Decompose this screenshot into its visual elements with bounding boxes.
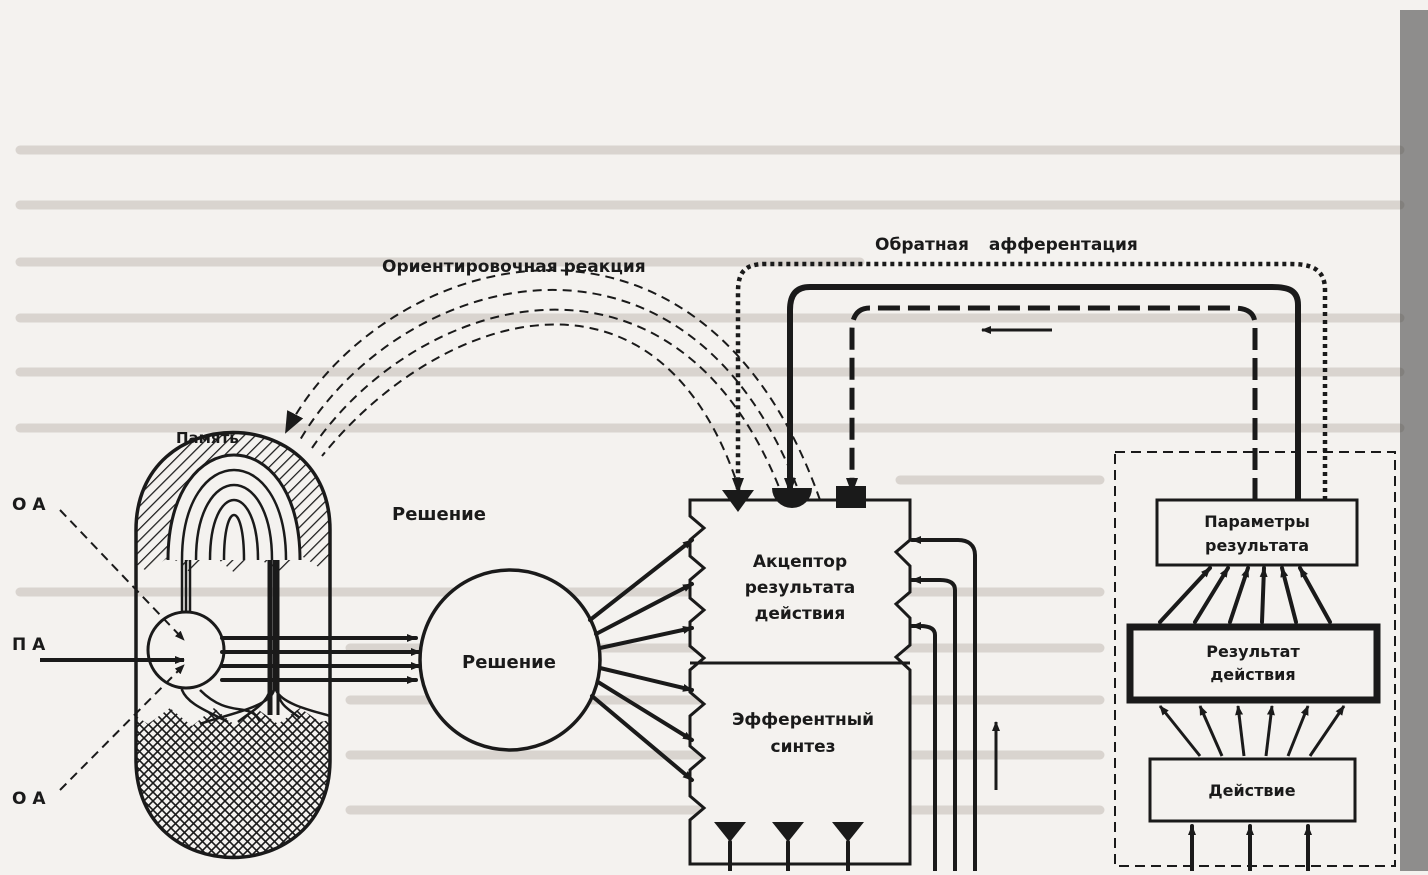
memory-arcs xyxy=(166,453,302,561)
efferent-label-line1: Эфферентный xyxy=(732,710,874,730)
action-to-result-arrows xyxy=(1158,705,1346,757)
memory-capsule-outline xyxy=(134,430,332,860)
oa-bottom-label: О А xyxy=(12,789,46,809)
decision-circle xyxy=(418,568,602,752)
action-label: Действие xyxy=(1208,781,1295,800)
acceptor-label-line2: результата xyxy=(745,578,856,598)
page-edge-shadow xyxy=(1400,10,1428,871)
memory-label: Память xyxy=(176,429,239,447)
receptor-triangle xyxy=(722,490,754,512)
decision-label: Решение xyxy=(462,652,556,673)
action-box xyxy=(1148,757,1357,823)
feedback-label: Обратная афферентация xyxy=(875,235,1138,255)
parameters-label-line2: результата xyxy=(1205,536,1309,555)
pa-label: П А xyxy=(12,635,46,655)
result-to-parameters-arrows xyxy=(1158,566,1332,624)
collateral-return-loops xyxy=(910,536,1000,873)
result-label-line2: действия xyxy=(1210,665,1295,684)
orienting-reaction-label: Ориентировочная реакция xyxy=(382,257,646,277)
acceptor-label-line3: действия xyxy=(755,604,846,624)
receptor-square xyxy=(836,486,866,508)
acceptor-block xyxy=(688,486,912,873)
receptor-semicircle xyxy=(772,488,812,508)
efferent-label-line2: синтез xyxy=(771,737,836,757)
decision-top-label: Решение xyxy=(392,504,486,525)
decision-to-acceptor-arrows xyxy=(588,538,694,782)
orienting-reaction-arcs xyxy=(285,269,821,501)
oa-top-label: О А xyxy=(12,495,46,515)
result-label-line1: Результат xyxy=(1206,642,1300,661)
afferent-synthesis-circle xyxy=(146,610,226,690)
result-box xyxy=(1126,623,1381,704)
memory-to-decision-arrows xyxy=(220,634,422,684)
parameters-label-line1: Параметры xyxy=(1204,512,1310,531)
feedback-loops xyxy=(732,261,1328,503)
efferent-to-action-arrows xyxy=(1188,824,1312,873)
acceptor-label-line1: Акцептор xyxy=(753,552,847,572)
parameters-box xyxy=(1155,498,1359,567)
result-boundary xyxy=(1114,451,1396,867)
